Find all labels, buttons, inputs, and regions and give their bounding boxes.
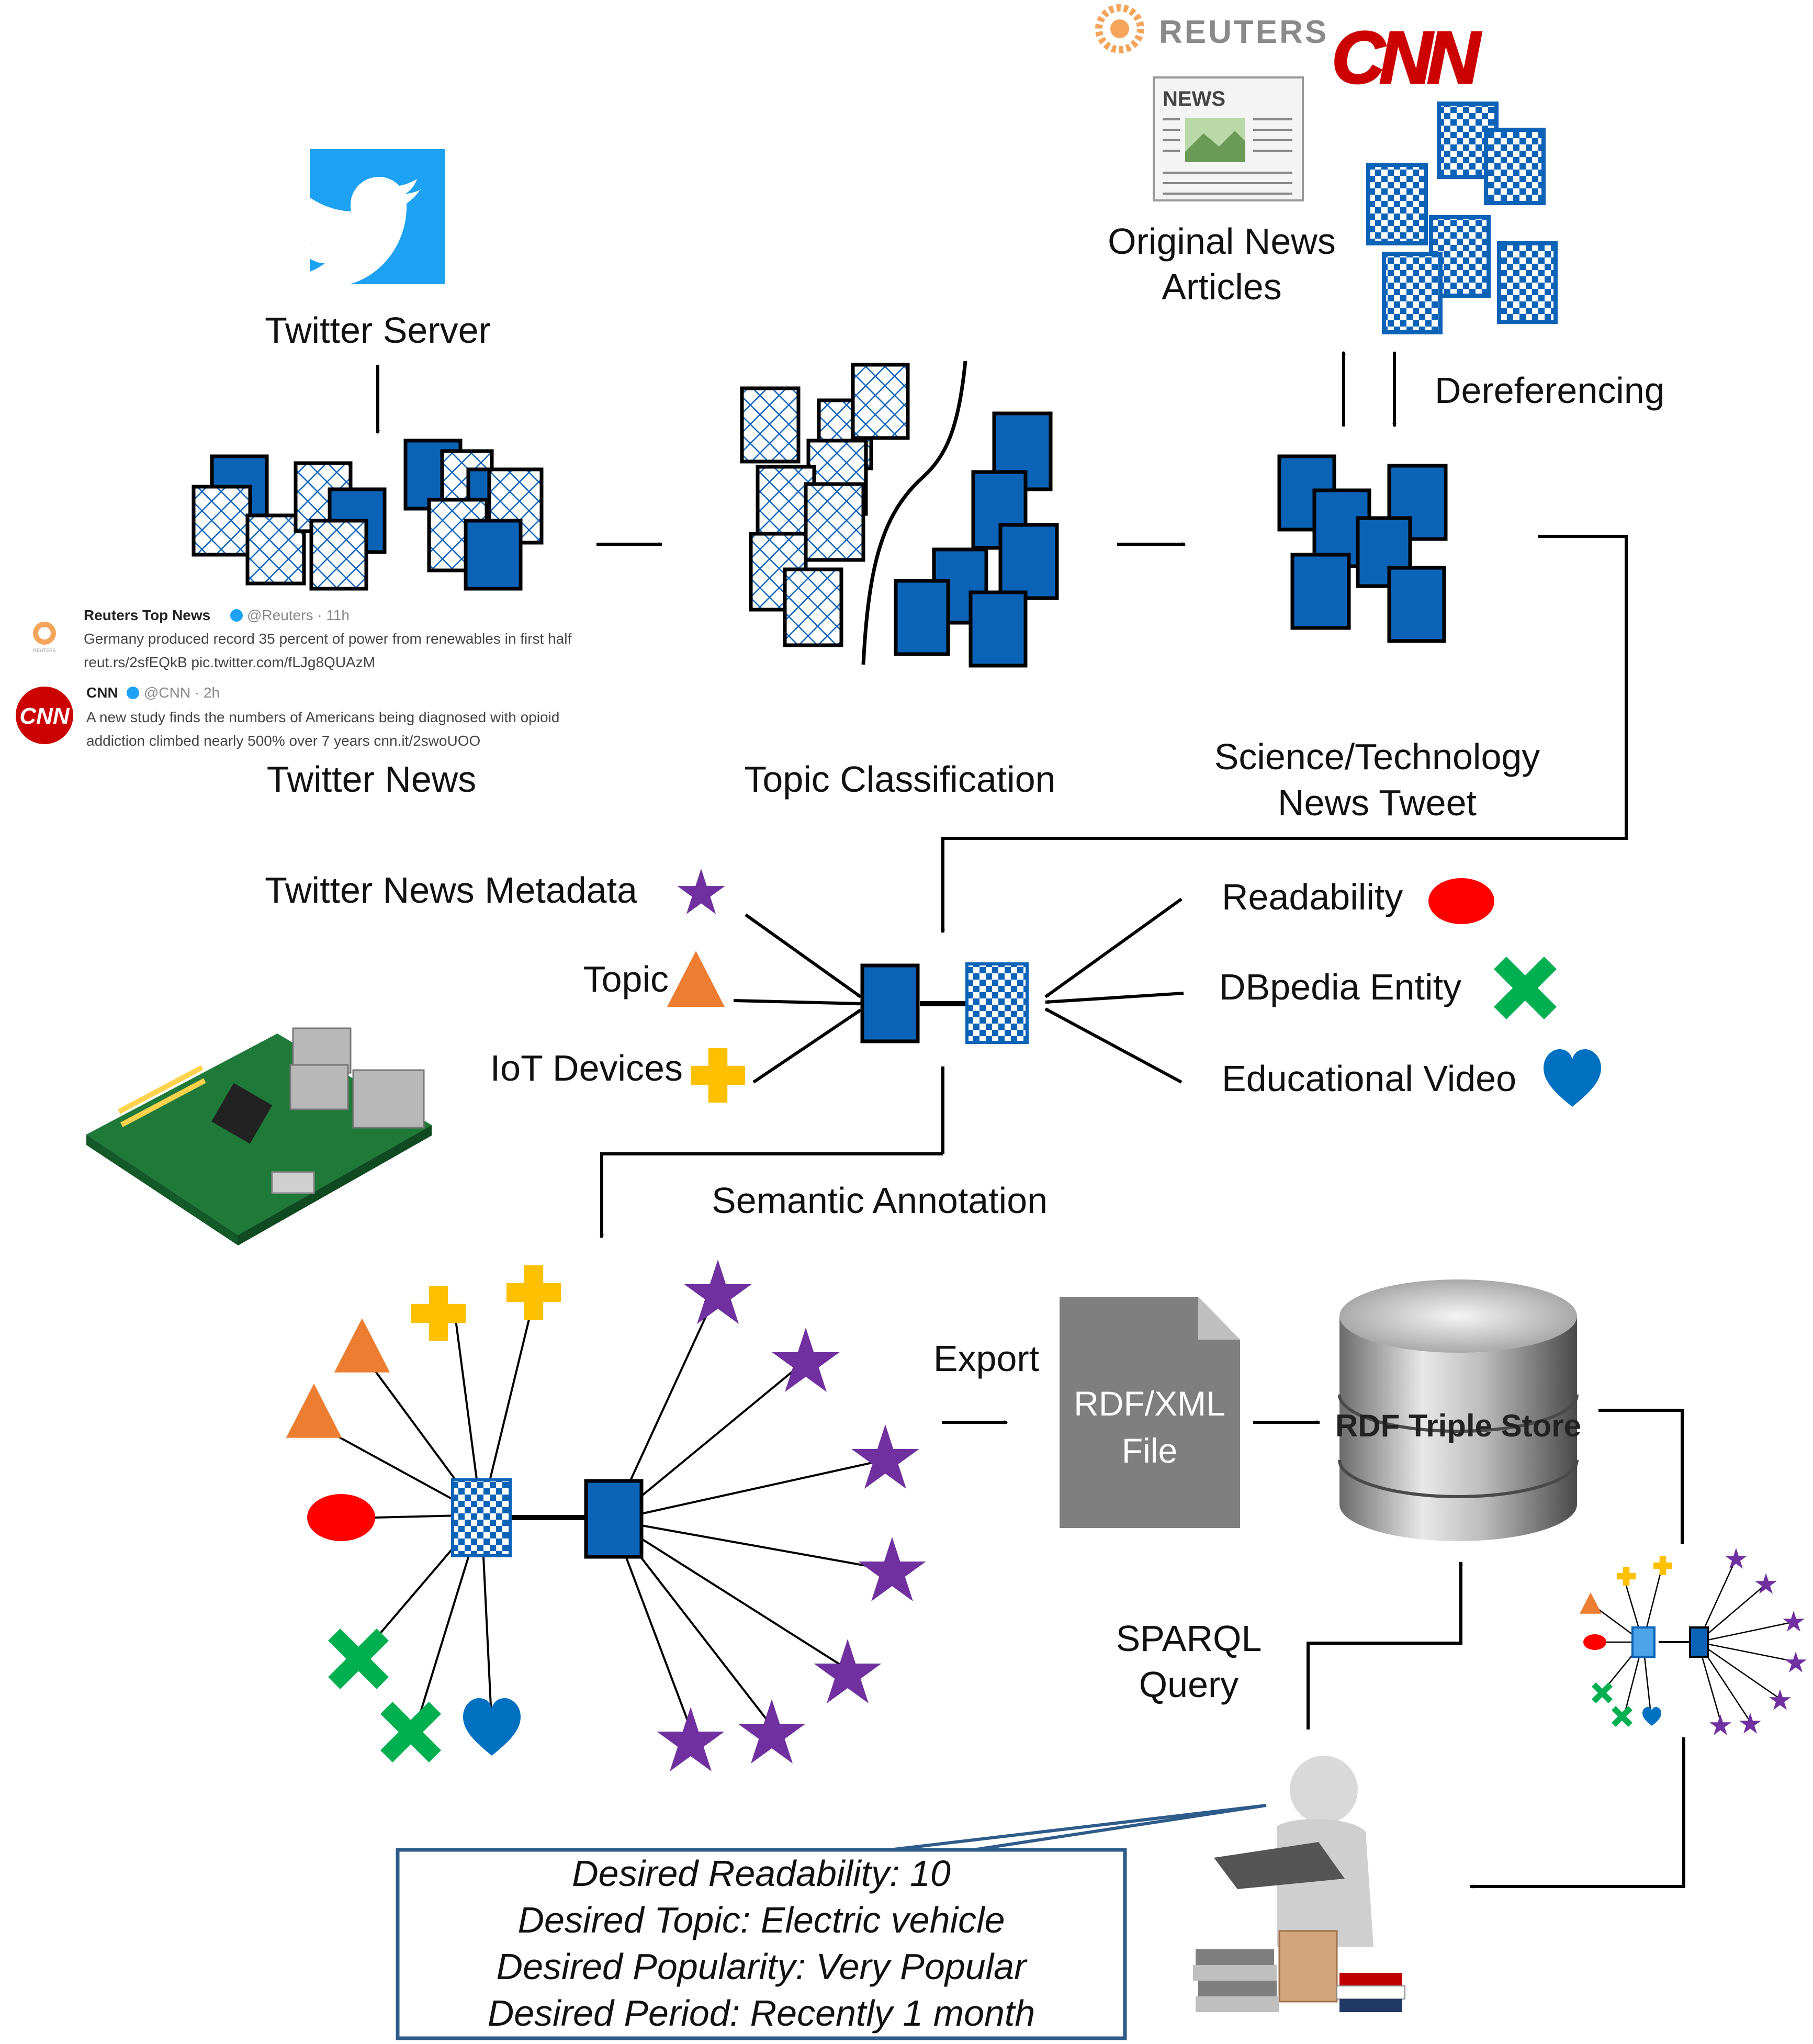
tweet-cnn-line2: addiction climbed nearly 500% over 7 yea…: [86, 733, 480, 749]
star-icon: [1739, 1713, 1761, 1734]
twitter-logo-icon: [283, 149, 445, 287]
newspaper-masthead: NEWS: [1163, 87, 1225, 110]
connector-user-to-store: [1307, 1562, 1461, 1729]
star-icon: [1709, 1714, 1731, 1735]
cnn-logo-icon: CNN: [1331, 15, 1488, 99]
tweet-cnn-logo: CNN: [19, 703, 70, 729]
star-icon: [657, 1707, 725, 1772]
topic-label: Topic: [583, 959, 669, 999]
dbpedia-label: DBpedia Entity: [1219, 967, 1461, 1007]
tweet-cnn: CNN CNN @CNN · 2h A new study finds the …: [16, 684, 559, 749]
reuters-logo-icon: REUTERS: [1095, 4, 1328, 53]
cross-icon: [328, 1629, 389, 1689]
cross-icon: [380, 1702, 441, 1762]
tweet-cnn-line1: A new study finds the numbers of America…: [86, 709, 559, 725]
plus-icon: [506, 1265, 561, 1320]
ellipse-icon: [307, 1494, 375, 1541]
connector-scitech-to-annotation: [943, 535, 1628, 933]
ellipse-icon: [1428, 878, 1494, 924]
connector-results-to-user: [1470, 1737, 1685, 1886]
plus-icon: [691, 1048, 745, 1103]
heart-icon: [1544, 1049, 1601, 1107]
twitter-news-label: Twitter News: [267, 759, 477, 800]
star-icon: [1725, 1548, 1747, 1569]
tweet-reuters-line2: reut.rs/2sfEQkB pic.twitter.com/fLJg8QUA…: [84, 654, 375, 670]
tweets-cluster: [192, 439, 544, 591]
topic-classification-graphic: [740, 361, 1059, 668]
query-callout-box: [396, 1848, 1127, 2040]
sparql-label-line2: Query: [1139, 1664, 1239, 1705]
scitech-tweets-graphic: [1277, 454, 1448, 643]
original-articles-graphic: [1366, 102, 1558, 334]
star-icon: [1783, 1611, 1805, 1632]
connector-store-to-results: [1598, 1409, 1684, 1544]
cross-icon: [1612, 1706, 1632, 1727]
tweet-reuters-line1: Germany produced record 35 percent of po…: [84, 631, 571, 647]
topic-classification-label: Topic Classification: [744, 759, 1055, 800]
query-period: Desired Period: Recently 1 month: [488, 1993, 1035, 2034]
annotation-node-pair: [860, 962, 1029, 1044]
star-icon: [677, 869, 725, 914]
query-readability: Desired Readability: 10: [572, 1853, 951, 1894]
rdf-file-line1: RDF/XML: [1074, 1384, 1225, 1423]
heart-icon: [1642, 1707, 1661, 1726]
annotated-graph: [286, 1260, 926, 1772]
tweet-reuters-handle: @Reuters · 11h: [247, 607, 350, 623]
readability-label: Readability: [1222, 877, 1403, 917]
triangle-icon: [286, 1384, 342, 1438]
star-icon: [814, 1639, 882, 1704]
rdf-file-line2: File: [1122, 1431, 1177, 1470]
video-label: Educational Video: [1222, 1058, 1516, 1099]
scitech-label-line1: Science/Technology: [1214, 736, 1540, 777]
query-popularity: Desired Popularity: Very Popular: [497, 1946, 1028, 1987]
database-icon: [1338, 1279, 1579, 1541]
connector-annotation-to-graph: [602, 1152, 943, 1238]
semantic-annotation-label: Semantic Annotation: [712, 1180, 1048, 1221]
triangle-icon: [667, 951, 725, 1007]
star-icon: [684, 1260, 752, 1324]
query-topic: Desired Topic: Electric vehicle: [517, 1900, 1005, 1940]
tweet-reuters-logo: REUTERS: [33, 648, 55, 653]
scitech-label-line2: News Tweet: [1278, 782, 1477, 823]
cnn-logo-text: CNN: [1332, 16, 1481, 98]
ellipse-icon: [1583, 1634, 1606, 1650]
raspberry-pi-icon: [86, 1027, 432, 1245]
twitter-server-label: Twitter Server: [265, 310, 491, 351]
iot-label: IoT Devices: [490, 1048, 683, 1088]
triangle-icon: [1580, 1592, 1602, 1614]
star-icon: [858, 1537, 926, 1602]
export-label: Export: [933, 1338, 1039, 1379]
newspaper-icon: NEWS: [1153, 76, 1304, 201]
tweet-cnn-name: CNN: [86, 684, 118, 701]
user-reading-icon: [1193, 1756, 1405, 2012]
original-news-line2: Articles: [1162, 266, 1281, 307]
tweet-reuters-name: Reuters Top News: [84, 607, 210, 623]
tweet-reuters: REUTERS Reuters Top News @Reuters · 11h …: [33, 607, 571, 670]
original-news-line1: Original News: [1108, 221, 1336, 262]
plus-icon: [1653, 1556, 1672, 1575]
triangle-icon: [334, 1318, 390, 1373]
star-icon: [772, 1328, 840, 1392]
dereferencing-label: Dereferencing: [1435, 370, 1665, 411]
cross-icon: [1592, 1682, 1613, 1703]
results-graph: [1580, 1548, 1807, 1735]
star-icon: [1769, 1689, 1791, 1710]
cross-icon: [1494, 957, 1557, 1019]
sparql-label-line1: SPARQL: [1116, 1618, 1262, 1659]
callout-pointer: [889, 1804, 1267, 1851]
metadata-label: Twitter News Metadata: [265, 870, 637, 911]
annotation-arrows-left: [733, 913, 862, 1084]
star-icon: [1785, 1652, 1807, 1672]
plus-icon: [1617, 1567, 1636, 1586]
star-icon: [851, 1424, 919, 1489]
reuters-logo-text: REUTERS: [1159, 14, 1328, 50]
rdf-file-icon: [1060, 1297, 1240, 1528]
triple-store-label: RDF Triple Store: [1335, 1408, 1581, 1443]
star-icon: [738, 1699, 806, 1764]
tweet-cnn-handle: @CNN · 2h: [144, 684, 220, 701]
annotation-arrows-right: [1044, 897, 1184, 1084]
